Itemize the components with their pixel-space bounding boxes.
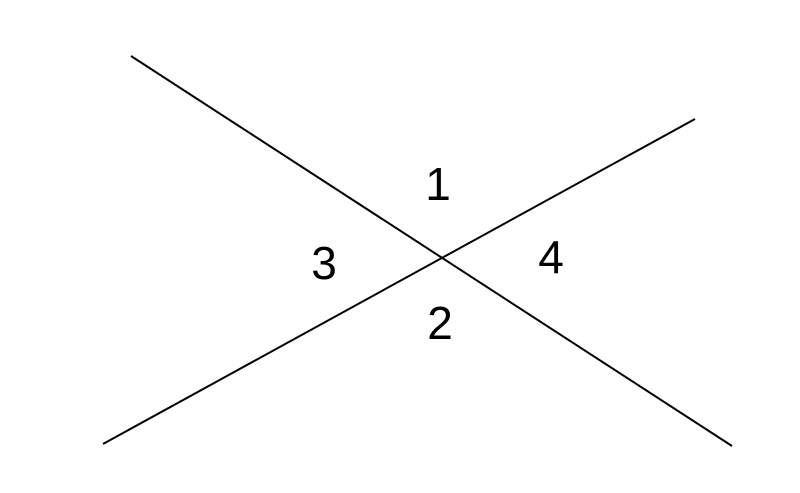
angle-label-2: 2 [427, 297, 453, 349]
angle-label-4: 4 [538, 231, 564, 283]
angle-label-1: 1 [425, 158, 451, 210]
line-b [102, 118, 696, 445]
angle-label-3: 3 [311, 237, 337, 289]
line-a [130, 55, 733, 447]
